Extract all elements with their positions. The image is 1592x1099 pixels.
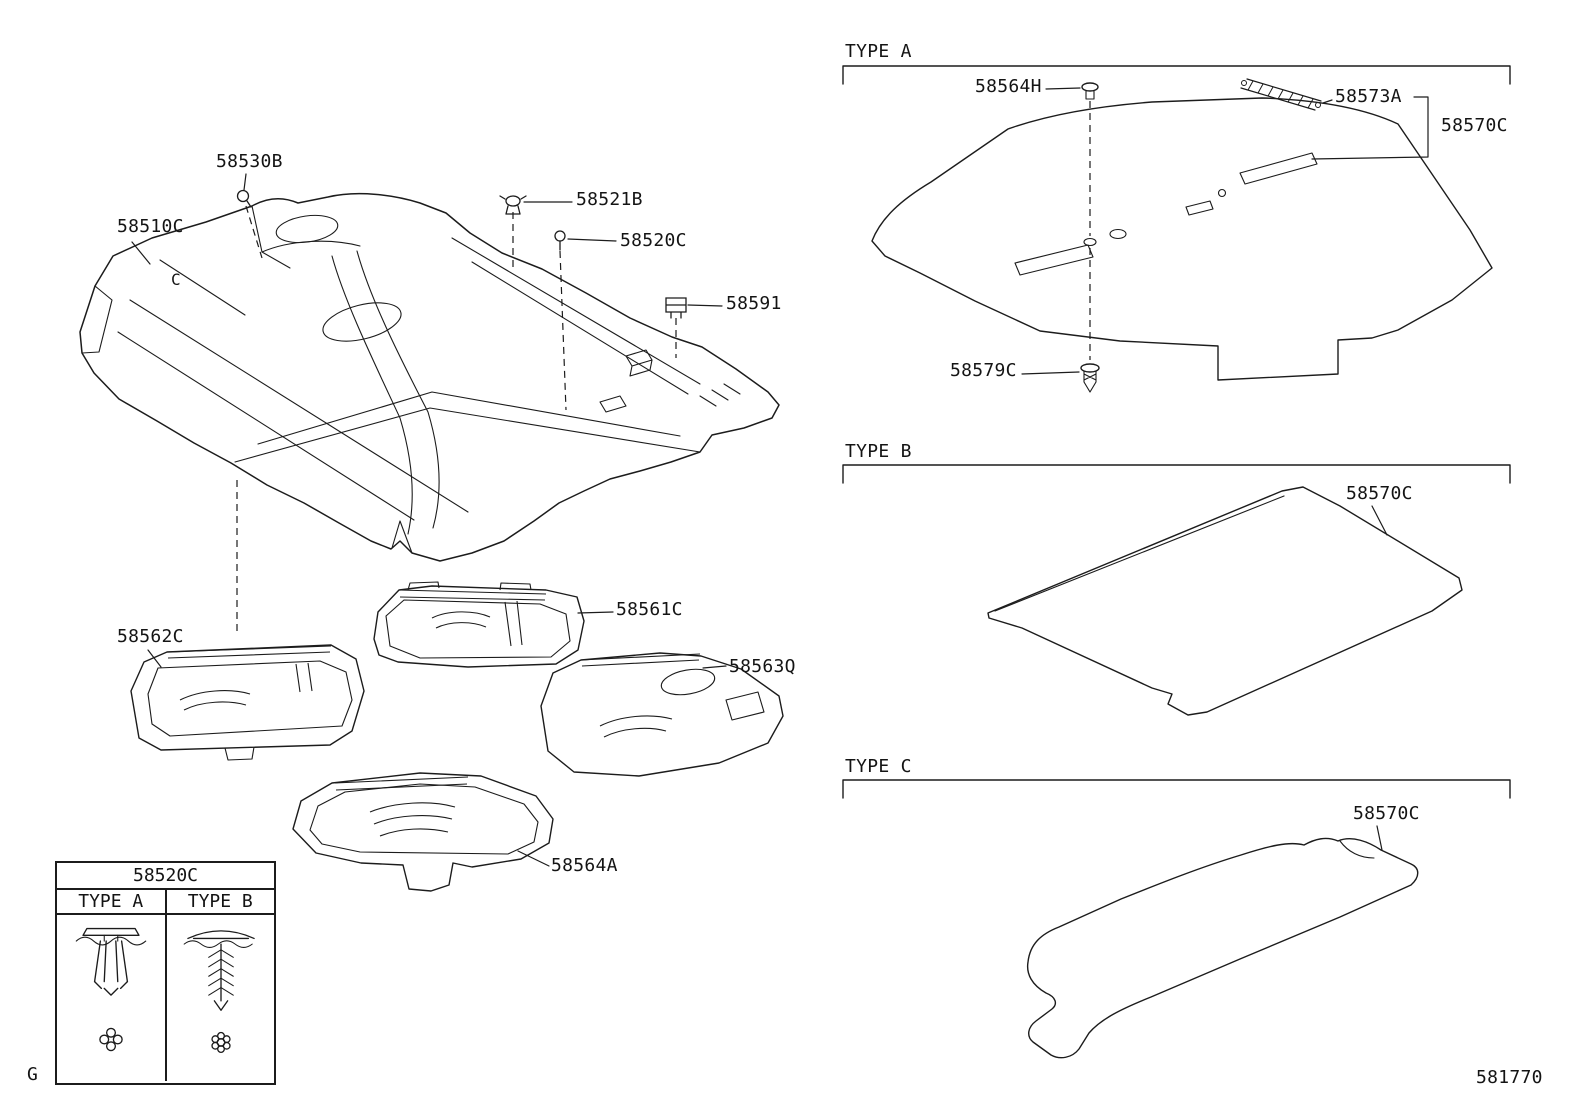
type-a-section-art bbox=[842, 65, 1511, 393]
leader-lines-main bbox=[131, 173, 727, 867]
type-b-section-art bbox=[842, 464, 1511, 716]
part-label-58570c-type-c[interactable]: 58570C bbox=[1353, 803, 1420, 824]
type-c-section-art bbox=[842, 779, 1511, 1059]
part-label-58579c[interactable]: 58579C bbox=[950, 360, 1017, 381]
part-label-58563q[interactable]: 58563Q bbox=[729, 656, 796, 677]
part-label-58510c[interactable]: 58510C bbox=[117, 216, 184, 237]
section-title-type-a: TYPE A bbox=[845, 41, 912, 62]
part-label-58570c-type-b[interactable]: 58570C bbox=[1346, 483, 1413, 504]
part-label-58570c-type-a[interactable]: 58570C bbox=[1441, 115, 1508, 136]
part-label-58530b[interactable]: 58530B bbox=[216, 151, 283, 172]
mat-58563q-drawing bbox=[540, 652, 784, 777]
part-label-58564h[interactable]: 58564H bbox=[975, 76, 1042, 97]
drawing-number: 581770 bbox=[1476, 1067, 1543, 1088]
mat-58564a-drawing bbox=[292, 772, 554, 892]
fastener-type-table: 58520C TYPE A TYPE B bbox=[55, 861, 276, 1085]
fastener-table-title[interactable]: 58520C bbox=[57, 863, 274, 890]
mat-58562c-drawing bbox=[130, 644, 365, 761]
carpet-c-mark: C bbox=[171, 270, 181, 289]
part-label-58561c[interactable]: 58561C bbox=[616, 599, 683, 620]
mat-58561c-drawing bbox=[373, 581, 585, 668]
carpet-drawing bbox=[79, 192, 780, 562]
sheet-letter: G bbox=[27, 1064, 39, 1085]
part-label-58562c[interactable]: 58562C bbox=[117, 626, 184, 647]
part-label-58573a[interactable]: 58573A bbox=[1335, 86, 1402, 107]
carpet-detail-lines bbox=[81, 205, 741, 554]
part-label-58591[interactable]: 58591 bbox=[726, 293, 782, 314]
clip-type-b-drawing bbox=[183, 930, 255, 1054]
section-title-type-c: TYPE C bbox=[845, 756, 912, 777]
fastener-table-col-type-a: TYPE A bbox=[78, 891, 144, 912]
section-title-type-b: TYPE B bbox=[845, 441, 912, 462]
part-label-58520c[interactable]: 58520C bbox=[620, 230, 687, 251]
clip-type-a-drawing bbox=[75, 927, 147, 1052]
fastener-table-col-type-b: TYPE B bbox=[164, 890, 275, 913]
dashed-lines-main bbox=[236, 205, 677, 636]
part-label-58521b[interactable]: 58521B bbox=[576, 189, 643, 210]
part-label-58564a[interactable]: 58564A bbox=[551, 855, 618, 876]
